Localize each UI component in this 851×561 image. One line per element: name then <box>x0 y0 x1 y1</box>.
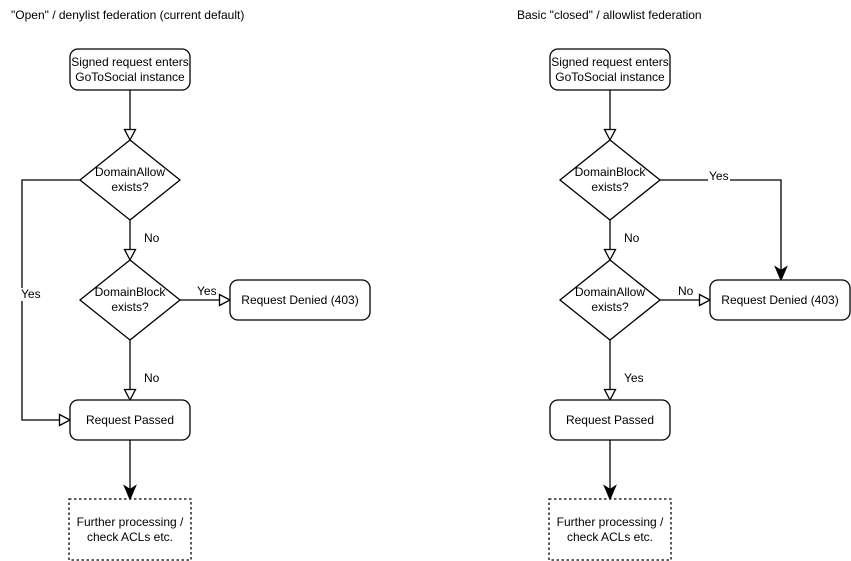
node-right-decision1 <box>558 139 662 221</box>
right-flow-title: Basic "closed" / allowlist federation <box>517 8 702 22</box>
node-right-further <box>548 498 672 561</box>
arrowhead-open-icon <box>698 293 712 307</box>
arrowhead-open-icon <box>603 388 617 402</box>
node-left-start <box>69 48 191 91</box>
node-left-decision2 <box>78 259 182 341</box>
node-left-further <box>68 498 192 561</box>
left-decision1-no-label: No <box>143 231 161 245</box>
right-decision2-no-label: No <box>677 284 695 298</box>
edge-right-decision2-yes <box>603 340 617 402</box>
arrowhead-open-icon <box>603 128 617 142</box>
node-left-passed <box>69 399 191 441</box>
arrowhead-open-icon <box>58 413 72 427</box>
edge-right-passed-to-further <box>603 440 617 501</box>
edge-right-decision2-no <box>660 293 712 307</box>
edge-right-decision1-yes <box>660 179 788 282</box>
arrowhead-open-icon <box>123 128 137 142</box>
edge-right-decision1-no <box>603 220 617 262</box>
edge-left-decision1-yes <box>21 179 80 427</box>
node-right-denied <box>709 279 851 321</box>
arrowhead-filled-icon <box>123 484 137 501</box>
arrowhead-filled-icon <box>603 484 617 501</box>
edge-left-decision2-no <box>123 340 137 402</box>
right-decision2-yes-label: Yes <box>623 371 645 385</box>
node-left-decision1 <box>78 139 182 221</box>
right-decision1-no-label: No <box>623 231 641 245</box>
left-decision1-yes-label: Yes <box>20 287 42 301</box>
edge-left-start-to-decision1 <box>123 90 137 142</box>
edge-left-decision1-no <box>123 220 137 262</box>
node-left-denied <box>229 279 371 321</box>
flow-left-shapes <box>21 48 371 561</box>
left-decision2-yes-label: Yes <box>196 284 218 298</box>
node-right-start <box>549 48 671 91</box>
arrowhead-open-icon <box>123 388 137 402</box>
left-decision2-no-label: No <box>143 371 161 385</box>
node-right-decision2 <box>558 259 662 341</box>
edge-left-passed-to-further <box>123 440 137 501</box>
edge-right-start-to-decision1 <box>603 90 617 142</box>
arrowhead-open-icon <box>123 248 137 262</box>
node-right-passed <box>549 399 671 441</box>
flow-right-shapes <box>548 48 851 561</box>
arrowhead-open-icon <box>218 293 232 307</box>
left-flow-title: "Open" / denylist federation (current de… <box>11 8 245 22</box>
arrowhead-filled-icon <box>774 265 788 282</box>
arrowhead-open-icon <box>603 248 617 262</box>
right-decision1-yes-label: Yes <box>708 169 730 183</box>
edge-left-decision2-yes <box>180 293 232 307</box>
